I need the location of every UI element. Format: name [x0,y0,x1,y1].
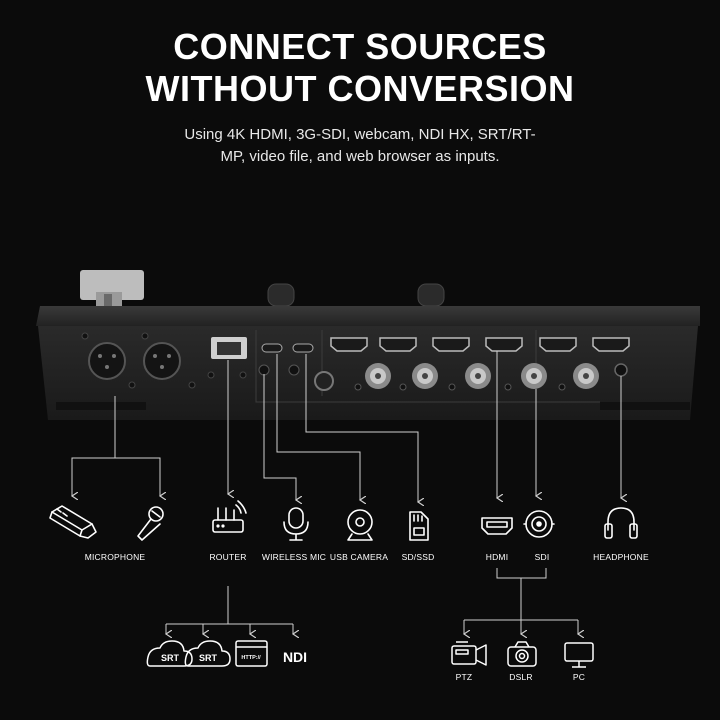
xlr-port-2 [143,342,181,380]
srt-2-text: SRT [199,653,218,663]
hdmi-port-4 [485,337,523,352]
hdmi-label: HDMI [485,552,509,562]
handheld-mic-icon [137,506,164,541]
hdmi-port-1 [330,337,368,352]
subtitle-line-1: Using 4K HDMI, 3G-SDI, webcam, NDI HX, S… [184,126,536,143]
dslr-label: DSLR [509,672,533,682]
ndi-logo-text: NDI [283,649,307,665]
switcher-device [36,270,700,420]
dslr-camera-icon [507,641,537,667]
srt-cloud-icon-1 [146,640,193,667]
usb-camera-icon [347,509,373,541]
router-label: ROUTER [209,552,247,562]
wireless-mic-icon [283,507,309,541]
pc-label: PC [572,672,586,682]
sdi-port-1 [365,363,391,389]
usb-camera-label: USB CAMERA [329,552,389,562]
headphone-icon [604,507,638,539]
sdi-bnc-icon [523,510,555,538]
hdmi-port-3 [432,337,470,352]
connection-lines [72,351,621,634]
hdmi-port-6 [592,337,630,352]
sdi-label: SDI [534,552,550,562]
sd-card-icon [409,511,429,541]
http-text: HTTP:// [241,655,261,661]
sdi-port-2 [412,363,438,389]
wireless-mic-label: WIRELESS MIC [261,552,327,562]
usb-c-port-1 [261,343,283,353]
headphone-jack [614,363,628,377]
http-browser-icon [235,640,268,667]
xlr-port-1 [88,342,126,380]
sdi-port-3 [465,363,491,389]
hdmi-port-2 [379,337,417,352]
hdmi-port-5 [539,337,577,352]
xlr-connector-icon [49,505,97,539]
subtitle-line-2: MP, video file, and web browser as input… [220,148,500,165]
headline-line-1: CONNECT SOURCES [173,26,547,67]
headline: CONNECT SOURCES WITHOUT CONVERSION [0,26,720,110]
subtitle: Using 4K HDMI, 3G-SDI, webcam, NDI HX, S… [0,124,720,168]
hdmi-icon [481,517,513,535]
ptz-camera-icon [451,641,487,666]
srt-cloud-icon-2 [184,640,231,667]
knob-right [417,283,445,307]
ptz-label: PTZ [455,672,473,682]
microphone-label: MICROPHONE [84,552,146,562]
headline-line-2: WITHOUT CONVERSION [145,68,575,109]
sdi-port-5 [573,363,599,389]
headphone-label: HEADPHONE [593,552,649,562]
sdi-port-4 [521,363,547,389]
srt-1-text: SRT [161,653,180,663]
router-icon [212,500,247,533]
sd-ssd-label: SD/SSD [401,552,435,562]
knob-left [267,283,295,307]
pc-monitor-icon [564,642,594,668]
usb-c-port-2 [292,343,314,353]
